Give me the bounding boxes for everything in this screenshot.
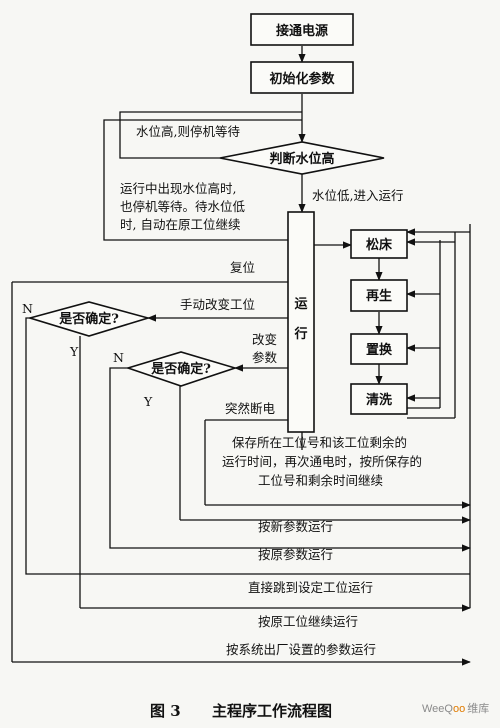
y2-label: Y <box>143 394 153 409</box>
save-line3: 工位号和剩余时间继续 <box>258 473 383 488</box>
low-run-label: 水位低,进入运行 <box>312 188 403 203</box>
power-on-box <box>250 13 354 46</box>
init-label: 初始化参数 <box>269 71 335 87</box>
factory-params-label: 按系统出厂设置的参数运行 <box>226 642 376 657</box>
watermark-brand-b: oo <box>453 703 465 715</box>
confirm1-label: 是否确定? <box>58 311 119 327</box>
note-high-line1: 运行中出现水位高时, <box>120 181 236 196</box>
continue-orig-label: 按原工位继续运行 <box>258 614 358 629</box>
jump-station-label: 直接跳到设定工位运行 <box>248 580 373 595</box>
run-label-1: 运 <box>294 297 307 312</box>
power-fail-label: 突然断电 <box>225 401 276 416</box>
run-box <box>287 211 315 433</box>
y1-label: Y <box>69 344 79 359</box>
replace-label: 置换 <box>366 342 393 358</box>
run-label-2: 行 <box>293 326 307 342</box>
run-orig-params-label: 按原参数运行 <box>258 547 333 562</box>
change-params-line1: 改变 <box>252 332 277 347</box>
confirm1-diamond <box>27 301 151 337</box>
judge-level-diamond <box>219 141 385 175</box>
confirm2-diamond <box>125 351 238 387</box>
replace-box <box>350 333 408 365</box>
high-wait-label: 水位高,则停机等待 <box>136 124 240 139</box>
regen-box <box>350 279 408 312</box>
confirm2-label: 是否确定? <box>150 361 211 377</box>
clean-label: 清洗 <box>366 392 392 408</box>
save-line1: 保存所在工位号和该工位剩余的 <box>232 435 407 450</box>
figure-title: 主程序工作流程图 <box>212 702 332 720</box>
clean-box <box>350 383 408 415</box>
save-line2: 运行时间，再次通电时，按所保存的 <box>222 454 422 469</box>
watermark-brand-c: 维库 <box>467 702 489 715</box>
watermark-brand-a: WeeQ <box>422 703 453 715</box>
init-params-box <box>250 61 354 94</box>
note-high-line3: 时, 自动在原工位继续 <box>120 217 240 232</box>
regen-label: 再生 <box>366 288 392 304</box>
note-high-line2: 也停机等待。待水位低 <box>120 199 246 214</box>
figure-number: 图 3 <box>150 702 181 720</box>
manual-change-label: 手动改变工位 <box>180 297 255 312</box>
n2-label: N <box>113 350 124 365</box>
change-params-line2: 参数 <box>252 350 278 365</box>
run-new-params-label: 按新参数运行 <box>258 519 333 534</box>
n1-label: N <box>22 301 33 316</box>
reset-label: 复位 <box>230 260 255 275</box>
power-on-label: 接通电源 <box>276 23 328 39</box>
judge-level-label: 判断水位高 <box>269 151 334 167</box>
loosen-box <box>350 229 408 259</box>
loosen-label: 松床 <box>366 237 393 253</box>
